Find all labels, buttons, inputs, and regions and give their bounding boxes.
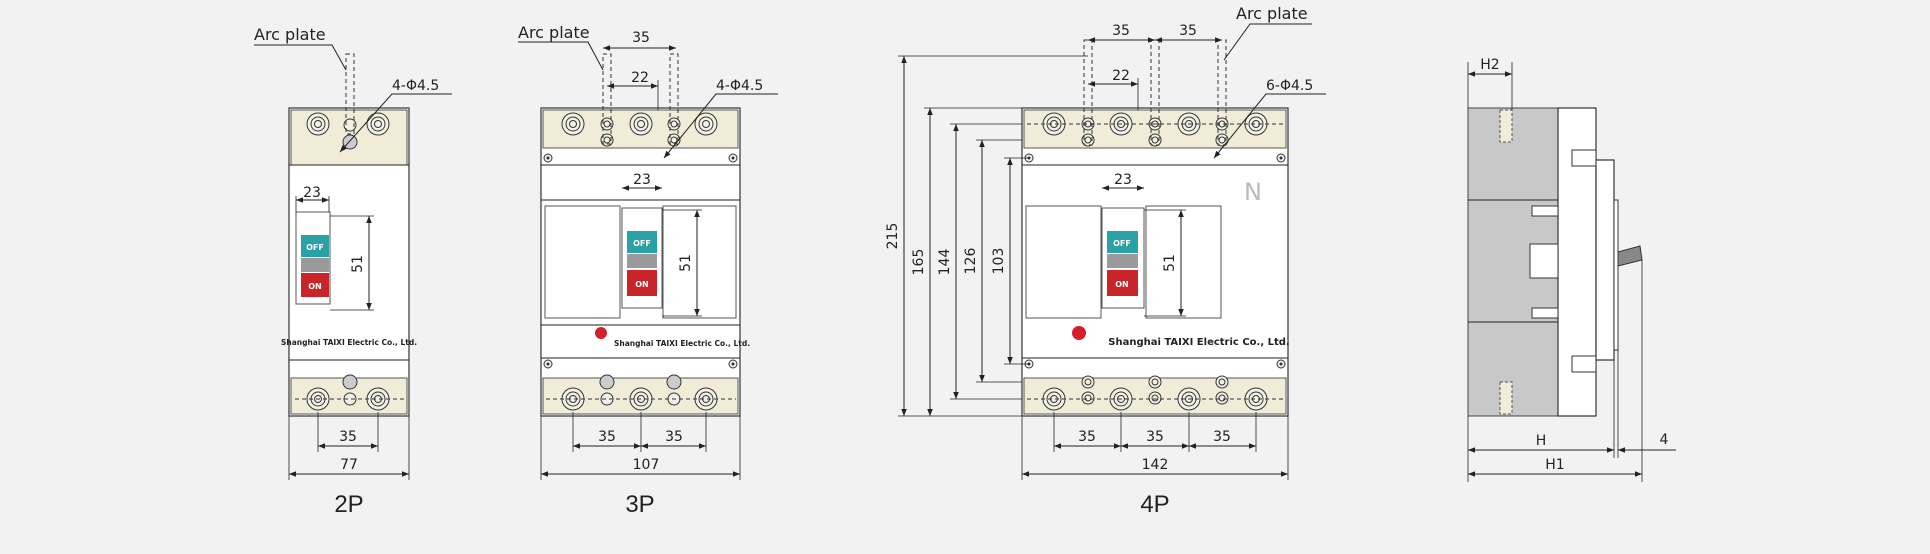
dim-35-top-left-4p: 35 <box>1112 23 1130 39</box>
dim-103: 103 <box>991 248 1007 275</box>
dim-35-top-3p: 35 <box>632 30 650 46</box>
dim-23-4p: 23 <box>1114 172 1132 188</box>
off-label-3p: OFF <box>633 239 651 248</box>
arc-plate-label-2p: Arc plate <box>254 25 326 44</box>
neutral-mark: N <box>1244 178 1262 206</box>
dim-22-3p: 22 <box>631 70 649 86</box>
dim-35-bottom-1-4p: 35 <box>1078 429 1096 445</box>
bottom-terminal-screw <box>366 387 390 411</box>
dim-23-2p: 23 <box>303 185 321 201</box>
top-terminal-screw <box>366 112 390 136</box>
dim-165: 165 <box>911 249 927 276</box>
arc-plate-label-4p: Arc plate <box>1236 4 1308 23</box>
caption-3p: 3P <box>625 491 654 518</box>
dim-77: 77 <box>340 457 358 473</box>
breaker-4p: OFF ON Shanghai TAIXI Electric Co., Ltd.… <box>885 4 1326 518</box>
off-indicator-3p <box>627 231 657 253</box>
dim-4: 4 <box>1660 432 1669 448</box>
caption-4p: 4P <box>1140 491 1169 518</box>
on-label-4p: ON <box>1115 280 1129 289</box>
on-label-2p: ON <box>308 282 322 291</box>
holes-label-3p: 4-Φ4.5 <box>716 78 763 94</box>
breaker-3p: OFF ON Shanghai TAIXI Electric Co., Ltd.… <box>518 23 778 518</box>
caption-2p: 2P <box>334 491 363 518</box>
dim-215: 215 <box>885 223 901 250</box>
test-button-3p <box>595 327 607 339</box>
holes-label-2p: 4-Φ4.5 <box>392 78 439 94</box>
dim-35-bottom-2-4p: 35 <box>1146 429 1164 445</box>
dim-22-4p: 22 <box>1112 68 1130 84</box>
dim-107: 107 <box>633 457 660 473</box>
dim-51-3p: 51 <box>678 254 694 272</box>
handle-lever <box>1617 245 1643 267</box>
off-label-2p: OFF <box>306 243 324 252</box>
on-indicator-3p <box>627 270 657 296</box>
arc-plate-label-3p: Arc plate <box>518 23 590 42</box>
dim-35-bottom-right-3p: 35 <box>665 429 683 445</box>
test-button-4p <box>1072 326 1086 340</box>
dim-51-4p: 51 <box>1162 254 1178 272</box>
dim-126: 126 <box>963 248 979 275</box>
dim-51-2p: 51 <box>350 255 366 273</box>
dim-h1: H1 <box>1545 457 1564 473</box>
off-indicator-2p <box>301 235 329 257</box>
top-terminal-screw <box>306 112 330 136</box>
off-indicator-4p <box>1107 231 1138 253</box>
dim-35-2p: 35 <box>339 429 357 445</box>
off-label-4p: OFF <box>1113 239 1131 248</box>
on-indicator-4p <box>1107 270 1138 296</box>
dim-35-bottom-left-3p: 35 <box>598 429 616 445</box>
brand-label-4p: Shanghai TAIXI Electric Co., Ltd. <box>1108 337 1289 348</box>
holes-label-4p: 6-Φ4.5 <box>1266 78 1313 94</box>
brand-label-2p: Shanghai TAIXI Electric Co., Ltd. <box>281 338 417 347</box>
dim-23-3p: 23 <box>633 172 651 188</box>
dim-h: H <box>1536 433 1547 449</box>
dim-142: 142 <box>1142 457 1169 473</box>
dim-35-top-right-4p: 35 <box>1179 23 1197 39</box>
brand-label-3p: Shanghai TAIXI Electric Co., Ltd. <box>614 339 750 348</box>
arc-plate-2p <box>345 53 355 135</box>
arc-plate-3p <box>602 53 612 145</box>
side-view: H2 H 4 H1 <box>1467 57 1676 482</box>
on-indicator-2p <box>301 273 329 297</box>
dim-144: 144 <box>937 249 953 276</box>
dim-h2: H2 <box>1480 57 1499 73</box>
dim-35-bottom-3-4p: 35 <box>1213 429 1231 445</box>
breaker-2p: OFF ON Shanghai TAIXI Electric Co., Ltd.… <box>254 25 452 518</box>
on-label-3p: ON <box>635 280 649 289</box>
